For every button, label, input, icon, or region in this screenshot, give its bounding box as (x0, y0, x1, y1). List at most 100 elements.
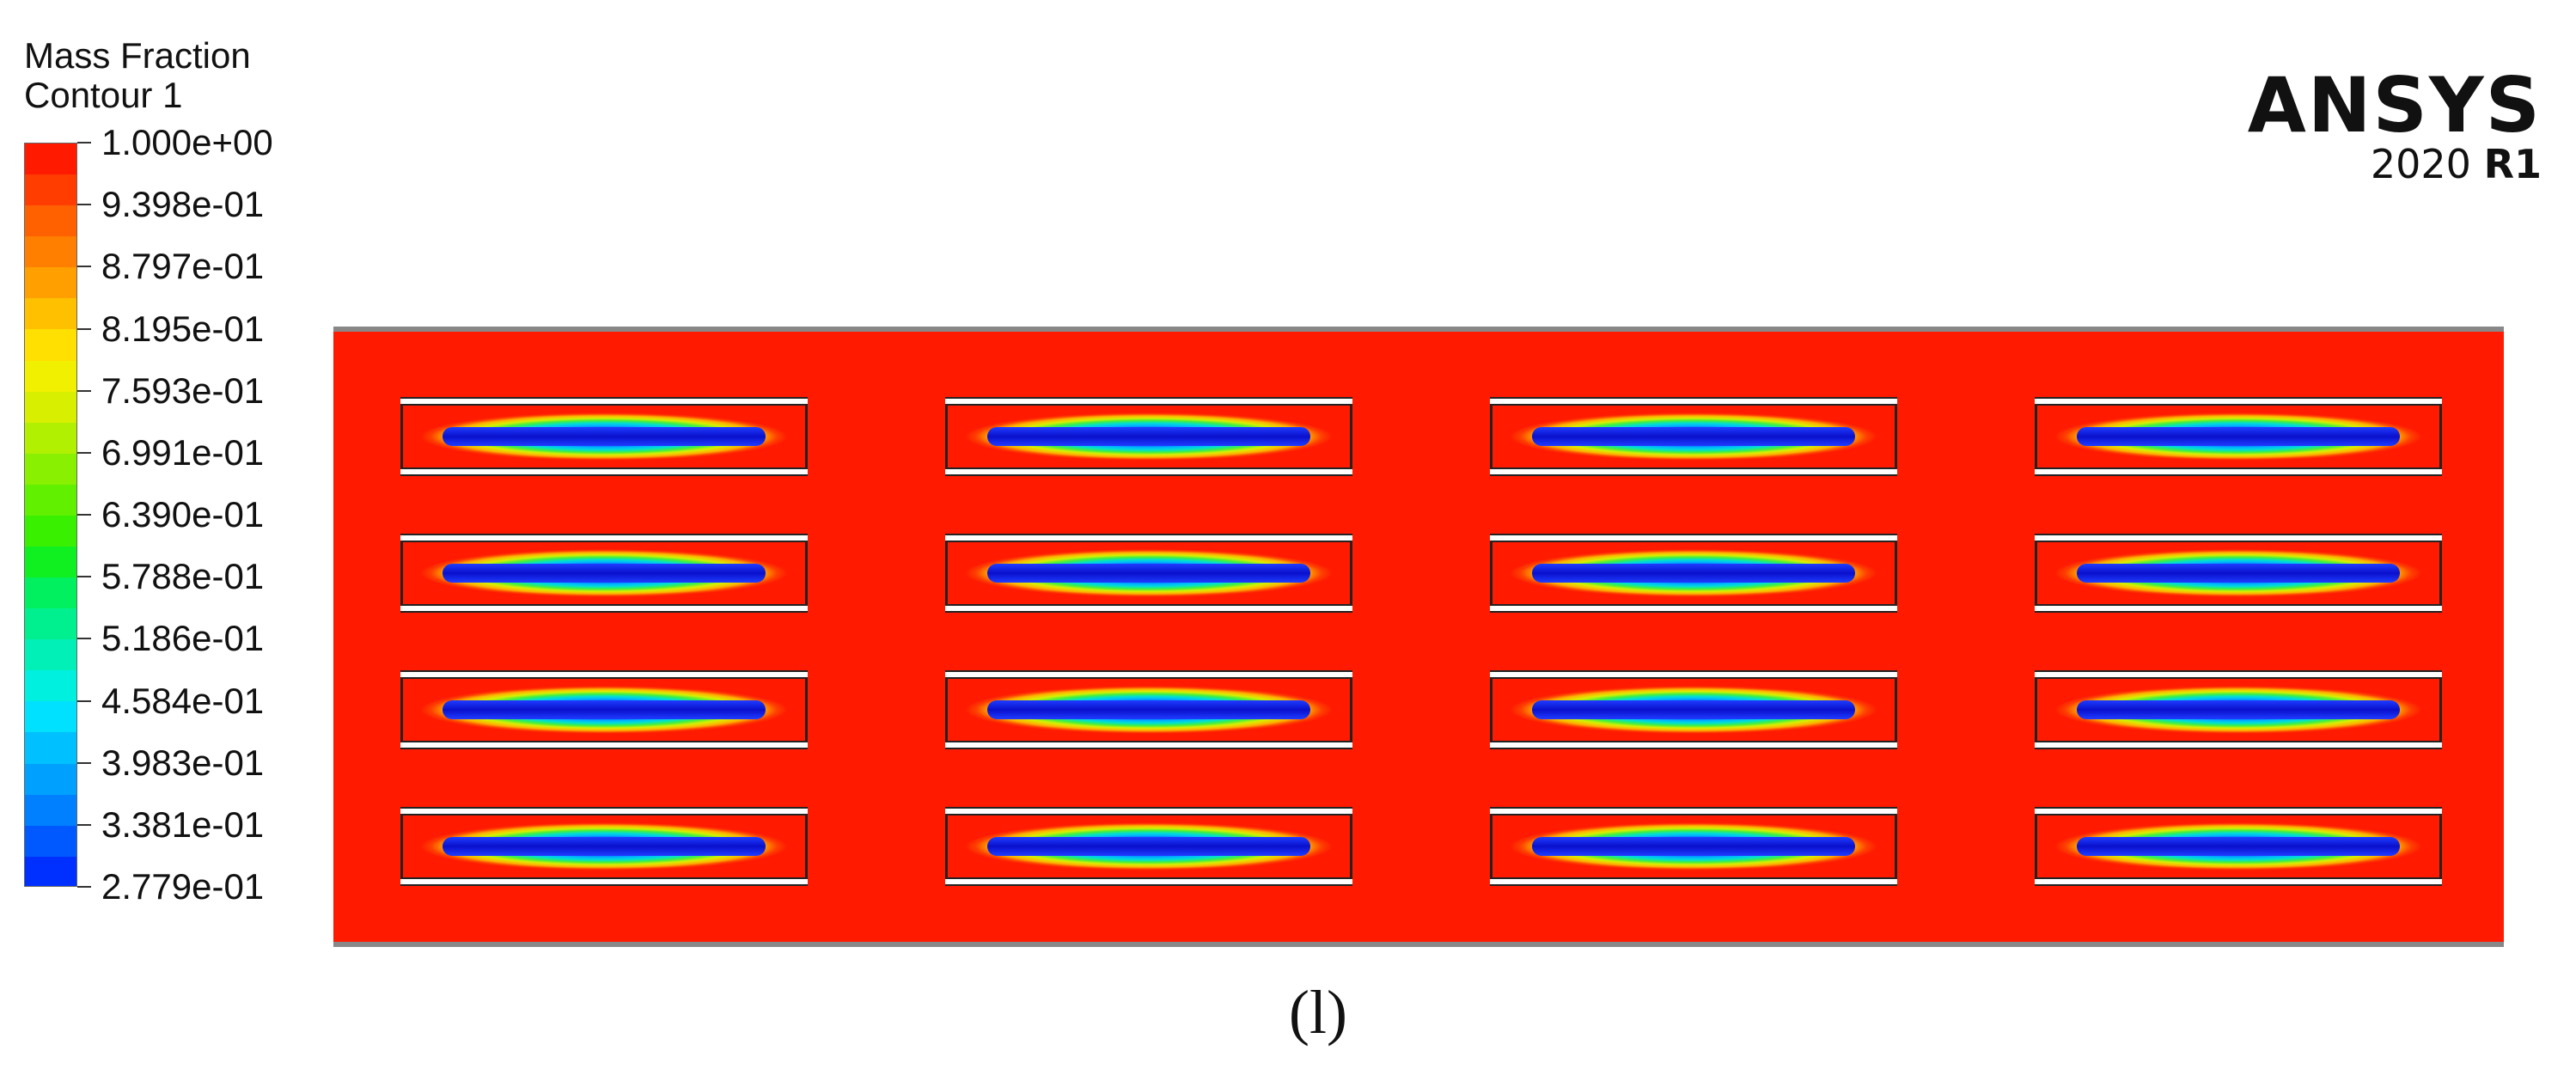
color-scale-label: 4.584e-01 (101, 680, 265, 721)
contour-blob (965, 412, 1333, 461)
color-scale-swatch (25, 144, 76, 175)
tube-wall-top (945, 534, 1352, 542)
contour-core (987, 700, 1310, 719)
contour-core (1532, 427, 1855, 446)
color-scale-label: 2.779e-01 (101, 866, 265, 907)
tube-cell (1490, 807, 1897, 886)
color-scale-swatch (25, 670, 76, 702)
color-scale-label: 6.390e-01 (101, 494, 265, 534)
tube-wall-bottom (2035, 604, 2442, 613)
tube-wall-bottom (945, 741, 1352, 749)
tube-wall-top (1490, 534, 1897, 542)
tube-wall-bottom (1490, 604, 1897, 613)
contour-blob (965, 549, 1333, 597)
color-scale-label: 7.593e-01 (101, 370, 265, 411)
color-scale-swatch (25, 701, 76, 733)
contour-core (1532, 700, 1855, 719)
contour-core (1532, 837, 1855, 856)
tube-wall-bottom (1490, 877, 1897, 886)
tube-wall-top (1490, 807, 1897, 815)
tube-cell (1490, 397, 1897, 476)
tube-wall-bottom (2035, 741, 2442, 749)
contour-core (987, 427, 1310, 446)
tube-cell (2035, 670, 2442, 749)
contour-blob (420, 549, 788, 597)
color-scale-swatch (25, 391, 76, 423)
tube-wall-top (2035, 807, 2442, 815)
tube-wall-bottom (945, 604, 1352, 613)
contour-core (987, 837, 1310, 856)
contour-domain (333, 327, 2504, 947)
tube-wall-bottom (400, 877, 808, 886)
contour-core (2077, 700, 2400, 719)
color-scale-swatch (25, 825, 76, 857)
tube-wall-bottom (945, 467, 1352, 476)
tube-cell (1490, 534, 1897, 613)
tube-wall-bottom (945, 877, 1352, 886)
figure-caption: (l) (1289, 978, 1347, 1047)
tube-wall-top (945, 807, 1352, 815)
tube-cell (2035, 534, 2442, 613)
color-scale-tick (77, 576, 91, 578)
tube-wall-top (400, 807, 808, 815)
contour-blob (420, 412, 788, 461)
contour-blob (1510, 822, 1877, 870)
color-scale-swatch (25, 329, 76, 361)
color-scale-swatch (25, 608, 76, 640)
contour-core (987, 564, 1310, 583)
color-scale-swatch (25, 547, 76, 578)
contour-core (2077, 564, 2400, 583)
contour-blob (1510, 412, 1877, 461)
tube-wall-bottom (1490, 741, 1897, 749)
contour-core (2077, 427, 2400, 446)
tube-wall-bottom (2035, 877, 2442, 886)
color-scale-swatch (25, 639, 76, 671)
color-scale-swatch (25, 360, 76, 392)
contour-blob (2054, 822, 2422, 870)
tube-cell (945, 397, 1352, 476)
color-scale-swatch (25, 515, 76, 547)
color-scale-swatch (25, 422, 76, 454)
contour-blob (1510, 686, 1877, 734)
contour-blob (420, 686, 788, 734)
tube-wall-top (2035, 397, 2442, 406)
contour-blob (965, 686, 1333, 734)
contour-blob (1510, 549, 1877, 597)
contour-blob (420, 822, 788, 870)
color-scale-swatch (25, 484, 76, 516)
color-scale-swatch (25, 856, 76, 886)
tube-wall-top (945, 670, 1352, 679)
color-scale-swatch (25, 794, 76, 826)
tube-cell (1490, 670, 1897, 749)
ansys-logo: ANSYS (2247, 61, 2542, 150)
color-scale-label: 3.381e-01 (101, 803, 265, 845)
tube-cell (400, 670, 808, 749)
tube-wall-bottom (2035, 467, 2442, 476)
contour-core (443, 837, 766, 856)
color-scale-tick (77, 204, 91, 206)
tube-wall-top (400, 670, 808, 679)
tube-cell (2035, 807, 2442, 886)
color-scale-tick (77, 886, 91, 888)
legend-title-line-2: Contour 1 (24, 75, 183, 115)
color-scale-swatch (25, 763, 76, 795)
color-scale-label: 1.000e+00 (101, 122, 273, 162)
contour-blob (2054, 686, 2422, 734)
color-scale-label: 5.788e-01 (101, 556, 265, 597)
tube-wall-bottom (400, 741, 808, 749)
color-scale-tick (77, 699, 91, 702)
color-scale-swatch (25, 577, 76, 609)
tube-wall-bottom (1490, 467, 1897, 476)
contour-core (2077, 837, 2400, 856)
tube-cell (2035, 397, 2442, 476)
color-scale-tick (77, 514, 91, 516)
color-scale-tick (77, 327, 91, 330)
legend-title-line-1: Mass Fraction (24, 35, 251, 76)
tube-wall-top (2035, 534, 2442, 542)
tube-wall-top (1490, 397, 1897, 406)
color-scale-swatch (25, 732, 76, 764)
tube-cell (945, 670, 1352, 749)
version-release: R1 (2483, 141, 2542, 187)
color-scale-bar (24, 143, 77, 887)
contour-core (1532, 564, 1855, 583)
